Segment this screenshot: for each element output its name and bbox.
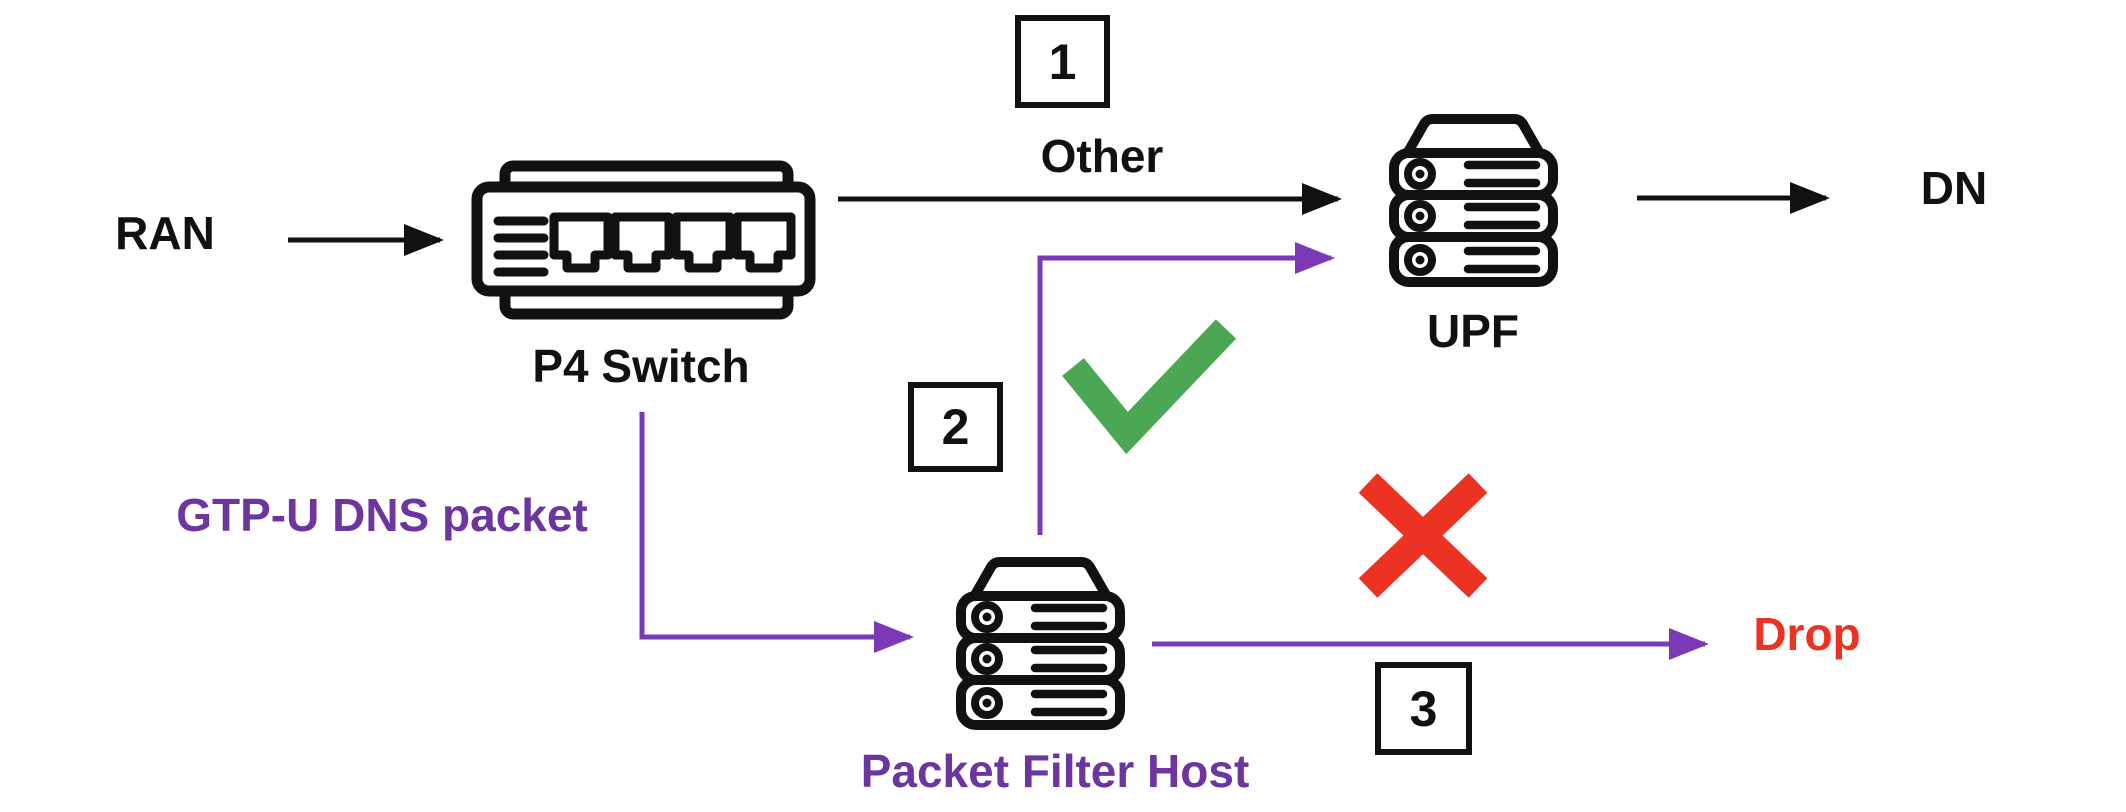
p4-switch-label: P4 Switch: [532, 340, 750, 392]
gtpu-dns-packet-label: GTP-U DNS packet: [176, 489, 588, 541]
dn-label: DN: [1920, 162, 1988, 214]
ran-label: RAN: [115, 207, 215, 259]
step-1-badge: 1: [1015, 15, 1110, 108]
switch-port-icons: [549, 212, 796, 273]
other-edge-label: Other: [1040, 130, 1164, 182]
upf-server-icon: [1394, 119, 1553, 282]
step-3-badge: 3: [1375, 662, 1472, 755]
arrow-packet-filter-host-to-upf: [1037, 241, 1336, 535]
upf-label: UPF: [1427, 305, 1519, 357]
checkmark-icon: [1062, 319, 1237, 455]
step-2-badge: 2: [908, 382, 1003, 472]
packet-filter-host-label: Packet Filter Host: [860, 745, 1250, 797]
drop-label: Drop: [1753, 608, 1861, 660]
arrow-switch-to-packet-filter-host: [639, 412, 915, 653]
p4-switch-icon: [471, 160, 816, 320]
packet-filter-host-server-icon: [961, 562, 1120, 725]
cross-icon: [1358, 473, 1488, 598]
